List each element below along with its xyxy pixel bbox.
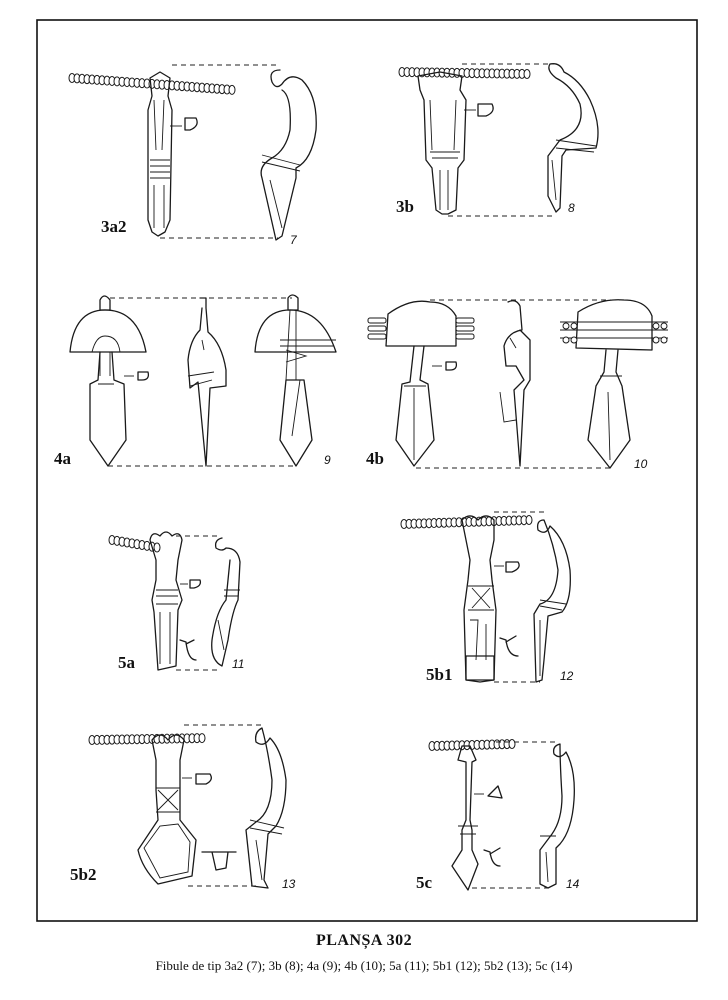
spring-coil bbox=[68, 73, 236, 95]
type-label: 4a bbox=[54, 449, 72, 468]
plate-frame bbox=[36, 19, 698, 922]
figure-8: 3b 8 bbox=[396, 63, 599, 217]
type-label: 5b1 bbox=[426, 665, 452, 684]
figure-12: 5b1 12 bbox=[400, 511, 574, 684]
spring-coil bbox=[88, 733, 206, 745]
figure-number: 9 bbox=[324, 453, 331, 467]
spring-coil bbox=[108, 535, 161, 553]
spring-coil bbox=[400, 515, 533, 529]
spring-coil bbox=[560, 321, 668, 344]
type-label: 3b bbox=[396, 197, 414, 216]
spring-coil bbox=[428, 739, 516, 751]
figure-14: 5c 14 bbox=[416, 739, 580, 892]
spring-coil bbox=[367, 317, 475, 340]
figure-number: 7 bbox=[290, 233, 298, 247]
figure-number: 11 bbox=[232, 657, 244, 671]
figure-11: 5a 11 bbox=[108, 531, 244, 672]
type-label: 4b bbox=[366, 449, 384, 468]
plate-title: PLANȘA 302 bbox=[315, 932, 413, 949]
type-label: 5b2 bbox=[70, 865, 96, 884]
figure-7: 3a2 7 bbox=[68, 64, 317, 247]
figure-number: 12 bbox=[560, 669, 574, 683]
figure-number: 10 bbox=[634, 457, 648, 471]
figure-number: 13 bbox=[282, 877, 296, 891]
figure-13: 5b2 13 bbox=[70, 724, 296, 891]
plate-caption: Fibule de tip 3a2 (7); 3b (8); 4a (9); 4… bbox=[155, 958, 573, 973]
figure-number: 8 bbox=[568, 201, 575, 215]
figure-9: 4a 9 bbox=[54, 294, 337, 468]
type-label: 5a bbox=[118, 653, 136, 672]
type-label: 3a2 bbox=[101, 217, 127, 236]
figure-10: 4b 10 bbox=[366, 299, 668, 471]
type-label: 5c bbox=[416, 873, 433, 892]
figure-number: 14 bbox=[566, 877, 580, 891]
